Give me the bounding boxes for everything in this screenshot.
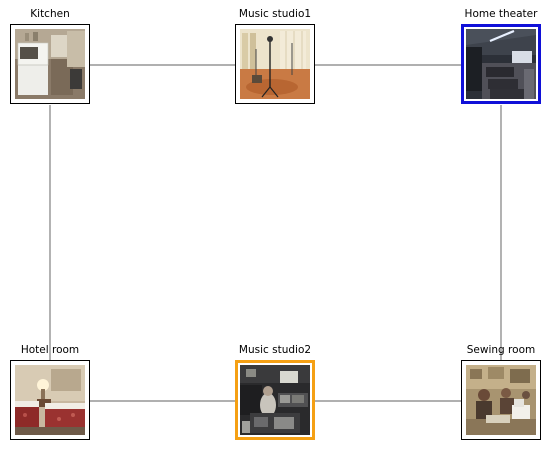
music-studio1-image <box>240 29 310 99</box>
node-label-home-theater: Home theater <box>464 8 538 20</box>
node-hotel-room[interactable]: Hotel room <box>10 344 90 440</box>
thumbnail-frame-hotel-room[interactable] <box>10 360 90 440</box>
thumbnail-frame-home-theater[interactable] <box>461 24 541 104</box>
node-kitchen[interactable]: Kitchen <box>10 8 90 104</box>
node-label-music-studio2: Music studio2 <box>238 344 312 356</box>
music-studio2-image <box>240 365 310 435</box>
sewing-room-image <box>466 365 536 435</box>
thumbnail-frame-kitchen[interactable] <box>10 24 90 104</box>
node-label-hotel-room: Hotel room <box>20 344 80 356</box>
node-label-kitchen: Kitchen <box>30 8 70 20</box>
thumbnail-frame-music-studio1[interactable] <box>235 24 315 104</box>
hotel-room-image <box>15 365 85 435</box>
kitchen-image <box>15 29 85 99</box>
node-label-music-studio1: Music studio1 <box>238 8 312 20</box>
node-music-studio2[interactable]: Music studio2 <box>235 344 315 440</box>
thumbnail-frame-sewing-room[interactable] <box>461 360 541 440</box>
node-label-sewing-room: Sewing room <box>466 344 536 356</box>
node-sewing-room[interactable]: Sewing room <box>461 344 541 440</box>
home-theater-image <box>466 29 536 99</box>
thumbnail-frame-music-studio2[interactable] <box>235 360 315 440</box>
node-home-theater[interactable]: Home theater <box>461 8 541 104</box>
node-music-studio1[interactable]: Music studio1 <box>235 8 315 104</box>
